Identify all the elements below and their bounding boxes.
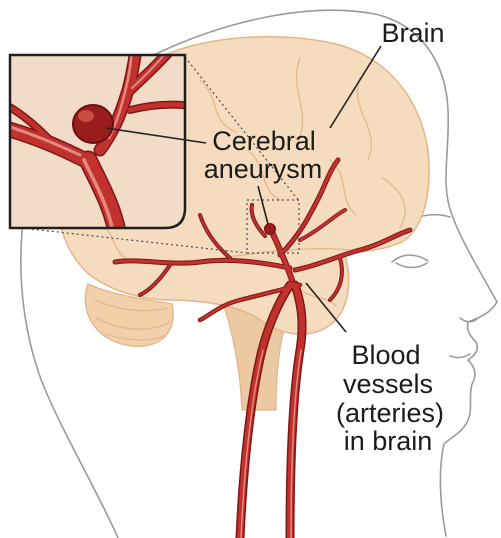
blood-vessels-label-line-1: Blood (351, 340, 420, 370)
eye-lower-lid (396, 263, 427, 268)
aneurysm-inset (4, 48, 192, 236)
mouth (450, 354, 470, 357)
blood-vessels-label-line-2: vessels (343, 369, 433, 399)
cerebral-aneurysm-label-line-1: Cerebral (212, 126, 316, 156)
aneurysm-bulb-highlight (78, 110, 94, 122)
aneurysm-bulb (73, 105, 113, 143)
eye-upper-lid (392, 255, 428, 262)
cerebral-aneurysm-label-line-2: aneurysm (204, 154, 323, 184)
blood-vessels-label-line-3: (arteries) (336, 398, 444, 428)
blood-vessels-label-line-4: in brain (344, 426, 433, 456)
brain-label: Brain (381, 18, 444, 48)
aneurysm-small (265, 224, 276, 235)
